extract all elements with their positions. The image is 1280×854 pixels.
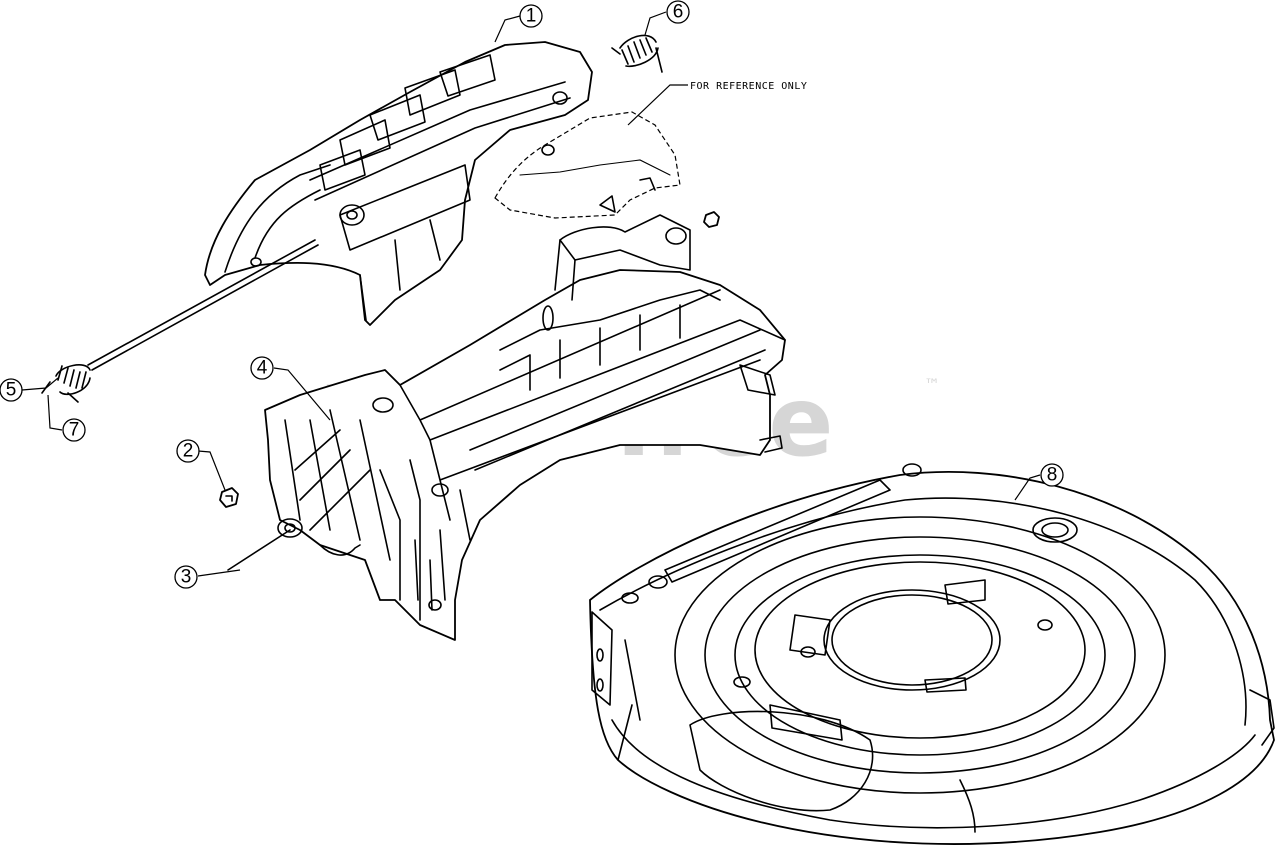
callout-4[interactable]: 4 [250, 356, 274, 380]
callout-5-label: 5 [6, 380, 17, 401]
callout-8-label: 8 [1047, 465, 1058, 486]
leader-lines [21, 11, 1041, 577]
callout-6-label: 6 [673, 2, 684, 23]
callout-7-label: 7 [69, 420, 80, 441]
hinge-spring-part[interactable] [41, 364, 91, 403]
callout-5[interactable]: 5 [0, 378, 23, 402]
hinge-rod-part[interactable] [87, 239, 319, 371]
rear-frame-part[interactable] [264, 214, 786, 641]
callout-1[interactable]: 1 [519, 4, 543, 28]
callout-7[interactable]: 7 [62, 418, 86, 442]
callout-3-label: 3 [181, 567, 192, 588]
nut-part[interactable] [219, 487, 239, 508]
nut-part-small[interactable] [703, 211, 720, 228]
callout-8[interactable]: 8 [1040, 463, 1064, 487]
callout-2[interactable]: 2 [176, 439, 200, 463]
torsion-spring-part[interactable] [611, 34, 663, 73]
reference-flap-outline [494, 111, 681, 219]
callout-3[interactable]: 3 [174, 565, 198, 589]
callout-6[interactable]: 6 [666, 0, 690, 24]
watermark-trademark: ™ [924, 375, 940, 394]
callout-2-label: 2 [183, 441, 194, 462]
reference-note: FOR REFERENCE ONLY [690, 81, 807, 92]
callout-1-label: 1 [526, 6, 537, 27]
deck-part[interactable] [589, 463, 1275, 845]
pivot-pin-part[interactable] [227, 529, 291, 571]
callout-4-label: 4 [257, 358, 268, 379]
